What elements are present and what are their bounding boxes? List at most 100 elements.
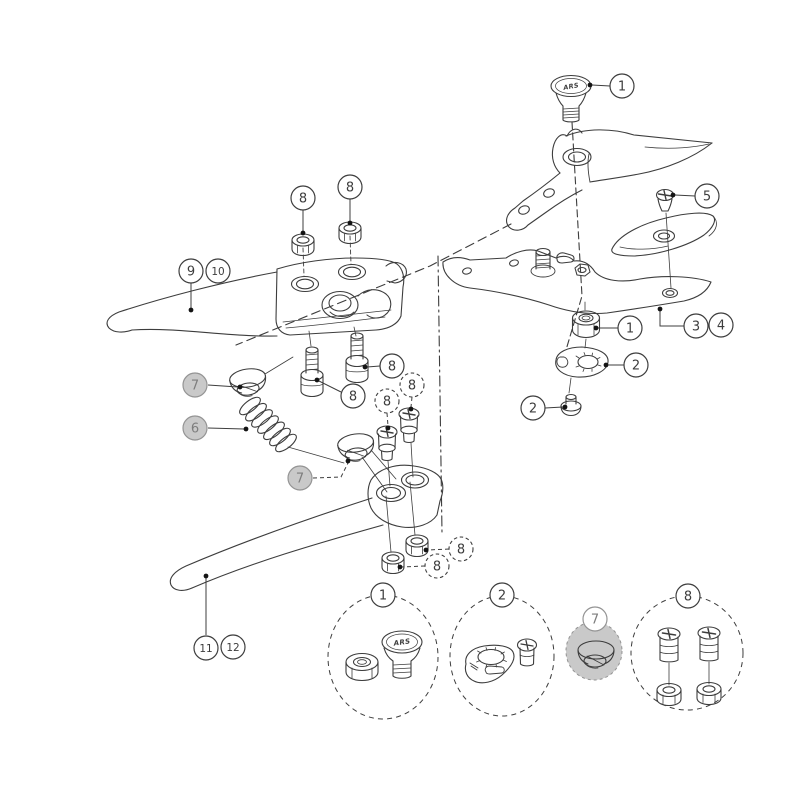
anvil-pad [611, 212, 717, 257]
leader-line-8 [386, 412, 389, 427]
callout-balloon-8: 8 [399, 372, 425, 398]
handle-screw-left [376, 425, 398, 487]
leader-line-3 [659, 311, 684, 327]
leader-dot [243, 426, 249, 432]
callout-number: 7 [296, 472, 304, 487]
callout-number: 8 [433, 560, 441, 575]
callout-balloon-2: 2 [520, 395, 546, 421]
callout-number: 8 [349, 390, 357, 405]
callout-number: 2 [632, 359, 640, 374]
callout-number: 8 [346, 181, 354, 196]
cam-washer [555, 346, 609, 394]
legend-8-bolt-right [696, 626, 722, 706]
lower-nut-upper [405, 481, 429, 558]
callout-balloon-12: 12 [220, 634, 246, 660]
centerline-vertical [437, 255, 443, 534]
legend-group-1-ring [327, 594, 439, 720]
bumper-upper [227, 356, 294, 400]
callout-balloon-8: 8 [448, 536, 474, 562]
leader-dot [657, 306, 663, 312]
cutting-blade [506, 128, 713, 231]
leader-line-5 [674, 194, 696, 197]
callout-number: 8 [388, 360, 396, 375]
callout-balloon-9: 9 [178, 258, 204, 284]
callout-number: 4 [717, 319, 725, 334]
callout-balloon-1: 1 [609, 73, 635, 99]
leader-dot [603, 362, 609, 368]
counter-blade-arm [442, 247, 712, 315]
leader-dot [408, 406, 414, 412]
leader-line-8 [427, 548, 450, 551]
legend-group-2-ring [449, 595, 555, 717]
legend-group-8-ring [630, 595, 744, 711]
leader-line-8 [410, 396, 413, 408]
upper-handle-head [275, 235, 407, 347]
leader-line-6 [207, 427, 245, 430]
leader-dot [188, 307, 194, 313]
leader-dot [593, 325, 599, 331]
leader-dot [587, 82, 593, 88]
leader-dot [362, 364, 368, 370]
legend-8-bolt-left [656, 627, 682, 707]
leader-line-7 [312, 462, 349, 479]
spring [239, 396, 345, 464]
callout-number: 6 [191, 422, 199, 437]
callout-number: 8 [299, 192, 307, 207]
leader-line-8 [401, 565, 426, 568]
callout-balloon-7: 7 [582, 606, 608, 632]
callout-balloon-6: 6 [182, 415, 208, 441]
leader-dot [423, 547, 429, 553]
callout-number: 12 [226, 642, 239, 654]
callout-balloon-1: 1 [370, 582, 396, 608]
callout-number: 7 [591, 613, 599, 628]
leader-dot [237, 384, 243, 390]
pivot-nut [571, 301, 601, 349]
lower-nut-lower [381, 495, 405, 575]
callout-balloon-8: 8 [675, 583, 701, 609]
callout-balloon-11: 11 [193, 635, 219, 661]
callout-balloon-7: 7 [287, 465, 313, 491]
link-bolt-right [345, 332, 369, 384]
callout-number: 9 [187, 265, 195, 280]
callout-number: 2 [529, 402, 537, 417]
link-bolt-left [300, 346, 324, 398]
callout-number: 8 [684, 590, 692, 605]
callout-balloon-1: 1 [617, 315, 643, 341]
bumper-lower [335, 431, 397, 493]
leader-line-8 [318, 380, 342, 393]
callout-number: 1 [379, 589, 387, 604]
legend-2-cam-washer [464, 644, 515, 684]
callout-number: 1 [618, 80, 626, 95]
leader-dot [314, 377, 320, 383]
leader-line-1 [591, 84, 611, 87]
callout-balloon-10: 10 [205, 258, 231, 284]
brand-mark-cap: ARS [562, 81, 580, 92]
callout-balloon-2: 2 [489, 582, 515, 608]
lower-handle [169, 497, 384, 591]
pivot-screw [560, 393, 582, 417]
leader-dot [670, 192, 676, 198]
leader-line-7 [207, 384, 239, 388]
leader-dot [300, 230, 306, 236]
callout-balloon-8: 8 [374, 388, 400, 414]
callout-balloon-4: 4 [708, 312, 734, 338]
upper-handle [106, 271, 278, 337]
callout-balloon-5: 5 [694, 183, 720, 209]
centerline-diagonal [235, 223, 512, 346]
brand-mark-legend: ARS [392, 637, 411, 647]
callout-balloon-8: 8 [424, 553, 450, 579]
callout-number: 1 [626, 322, 634, 337]
lower-handle-head [367, 464, 444, 528]
callout-number: 8 [408, 379, 416, 394]
leader-line-2 [544, 406, 564, 409]
callout-balloon-8: 8 [290, 185, 316, 211]
cap-nut: ARS [550, 74, 592, 123]
pivot-axis-line [565, 121, 583, 351]
leader-dot [397, 564, 403, 570]
callout-balloon-3: 3 [683, 313, 709, 339]
legend-1-nut [345, 652, 379, 682]
callout-balloon-2: 2 [623, 352, 649, 378]
callout-balloon-8: 8 [337, 174, 363, 200]
leader-line-8 [366, 365, 381, 368]
